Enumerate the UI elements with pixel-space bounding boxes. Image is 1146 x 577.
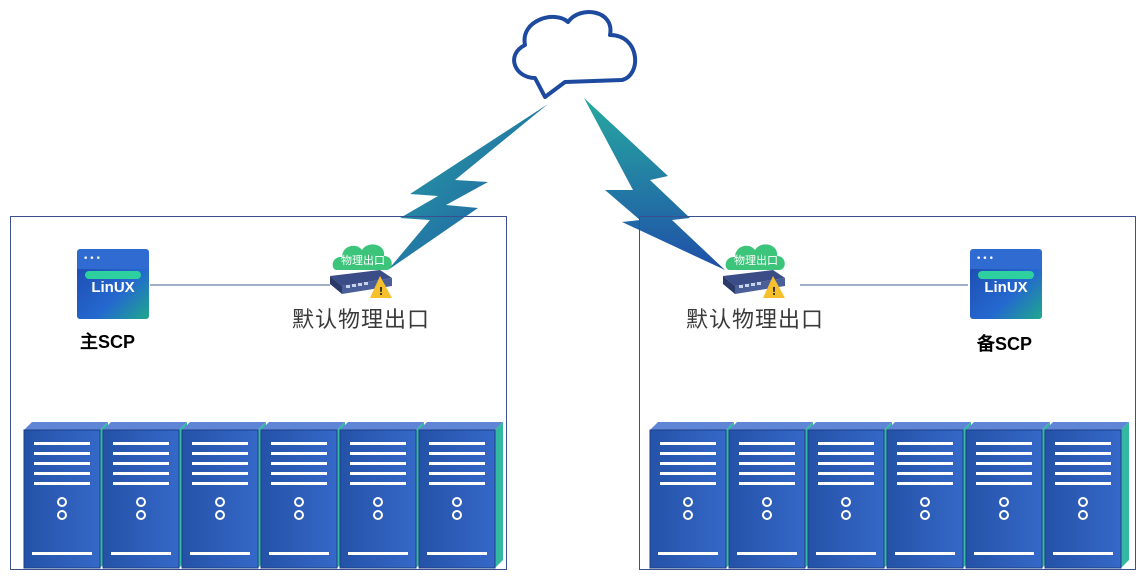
server-rack-icon xyxy=(807,422,892,569)
default-exit-label: 默认物理出口 xyxy=(292,308,431,333)
warning-icon: ! xyxy=(370,276,392,298)
linux-app-icon[interactable]: ••• LinUX xyxy=(77,249,149,319)
cloud-icon xyxy=(512,10,638,99)
server-rack-icon xyxy=(418,422,503,569)
warning-icon: ! xyxy=(763,276,785,298)
server-rack-icon xyxy=(102,422,187,569)
svg-text:!: ! xyxy=(771,285,776,298)
svg-text:!: ! xyxy=(378,285,383,298)
server-rack-icon xyxy=(1044,422,1129,569)
site-right-box xyxy=(639,216,1136,570)
site-left-box xyxy=(10,216,507,570)
lightning-link-icon xyxy=(584,98,725,270)
scp-logo-text: LinUX xyxy=(984,279,1028,296)
linux-app-icon[interactable]: ••• LinUX xyxy=(970,249,1042,319)
default-exit-label: 默认物理出口 xyxy=(686,308,825,333)
exit-badge-text: 物理出口 xyxy=(341,254,385,267)
exit-badge-text: 物理出口 xyxy=(734,254,778,267)
server-rack-icon xyxy=(23,422,108,569)
server-rack-icon xyxy=(728,422,813,569)
backup-scp-label: 备SCP xyxy=(977,334,1033,354)
router-icon[interactable]: ! 物理出口 xyxy=(723,240,789,300)
scp-logo-text: LinUX xyxy=(91,279,135,296)
server-rack-icon xyxy=(649,422,734,569)
server-rack-icon xyxy=(339,422,424,569)
lightning-link-icon xyxy=(388,104,548,270)
router-icon[interactable]: ! 物理出口 xyxy=(330,240,396,300)
primary-scp-label: 主SCP xyxy=(80,332,136,352)
